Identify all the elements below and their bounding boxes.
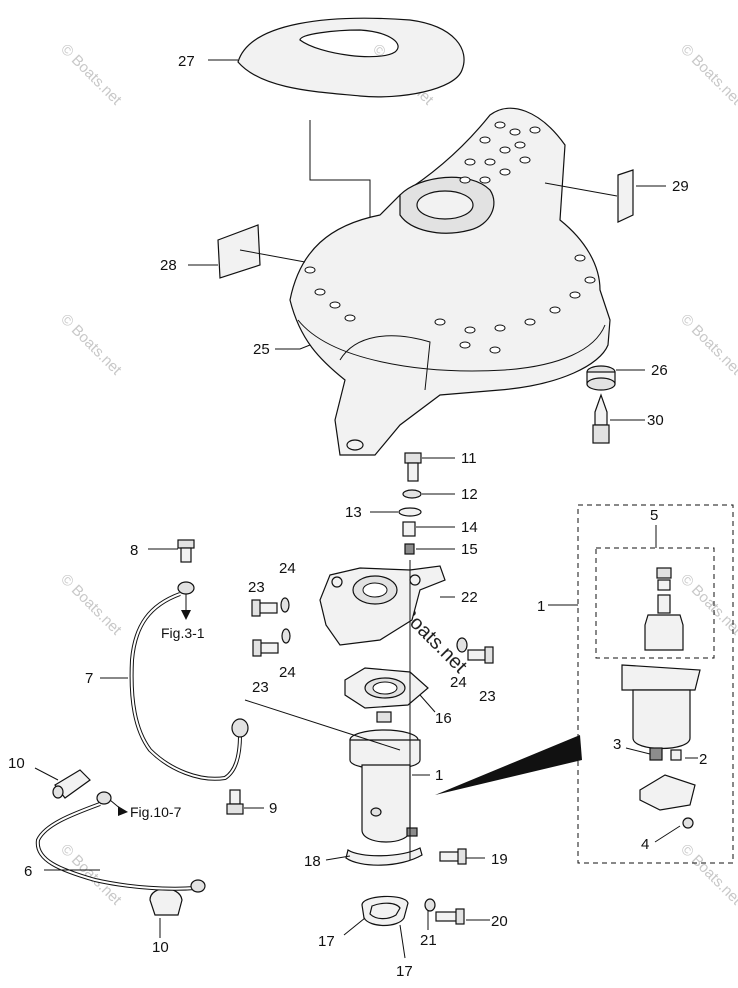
cover-holes xyxy=(304,121,596,354)
callout-9: 9 xyxy=(269,800,277,817)
callout-4: 4 xyxy=(641,836,649,853)
watermark: © Boats.net xyxy=(57,41,125,109)
arrow-fig-10-7 xyxy=(118,806,128,816)
watermark: © Boats.net xyxy=(57,311,125,379)
part-24-washer xyxy=(456,637,468,653)
part-20-bolt xyxy=(435,908,465,925)
callout-24: 24 xyxy=(279,664,296,681)
part-24-washer xyxy=(280,597,290,613)
detail-box-1 xyxy=(577,504,734,864)
watermark: © Boats.net xyxy=(677,571,738,639)
callout-22: 22 xyxy=(461,589,478,606)
part-23-bolt xyxy=(252,639,279,657)
callout-24: 24 xyxy=(279,560,296,577)
callout-8: 8 xyxy=(130,542,138,559)
part-1-starter-motor xyxy=(349,711,421,843)
part-10-cap xyxy=(52,769,91,799)
part-17-clip xyxy=(361,895,409,927)
detail-pointer xyxy=(435,735,582,795)
callout-25: 25 xyxy=(253,341,270,358)
callout-24: 24 xyxy=(450,674,467,691)
part-13-washer xyxy=(398,507,422,517)
tube-fitting xyxy=(96,791,112,805)
callout-6: 6 xyxy=(24,863,32,880)
watermark: © Boats.net xyxy=(57,571,125,639)
tube-fitting xyxy=(190,879,206,893)
part-25-flywheel-cover xyxy=(289,107,611,456)
callout-2: 2 xyxy=(699,751,707,768)
callout-23: 23 xyxy=(479,688,496,705)
callout-11: 11 xyxy=(461,450,477,467)
part-14-collar xyxy=(402,521,416,537)
callout-23: 23 xyxy=(252,679,269,696)
part-24-washer xyxy=(281,628,291,644)
callout-28: 28 xyxy=(160,257,177,274)
part-30-pin xyxy=(592,393,610,444)
callout-13: 13 xyxy=(345,504,362,521)
callout-26: 26 xyxy=(651,362,668,379)
callouts: 27 28 25 29 26 30 11 12 13 14 15 22 5 1 … xyxy=(8,53,707,980)
callout-10: 10 xyxy=(8,755,25,772)
detail-box-5 xyxy=(595,547,715,659)
callout-21: 21 xyxy=(420,932,437,949)
watermark: © Boats.net xyxy=(677,841,738,909)
part-15-dowel xyxy=(404,543,415,555)
part-10-cap xyxy=(149,888,183,916)
watermark: © Boats.net xyxy=(677,41,738,109)
callout-15: 15 xyxy=(461,541,478,558)
callout-10: 10 xyxy=(152,939,169,956)
callout-12: 12 xyxy=(461,486,478,503)
leader-lines xyxy=(34,59,698,959)
part-19-bolt xyxy=(439,848,467,865)
callout-17: 17 xyxy=(318,933,335,950)
callout-1-detail: 1 xyxy=(537,598,545,615)
part-27-gasket xyxy=(237,17,465,98)
part-16-gasket xyxy=(344,667,429,709)
part-11-bolt xyxy=(404,452,422,482)
part-29-label xyxy=(617,169,634,223)
callout-1: 1 xyxy=(435,767,443,784)
callout-7: 7 xyxy=(85,670,93,687)
part-18-band xyxy=(345,847,423,866)
callout-23: 23 xyxy=(248,579,265,596)
tube-fitting xyxy=(231,718,249,738)
part-22-bracket xyxy=(319,565,446,646)
callout-27: 27 xyxy=(178,53,195,70)
part-8-bolt xyxy=(177,539,195,563)
arrow-fig-3-1 xyxy=(181,610,191,620)
watermark: © Boats.net xyxy=(57,841,125,909)
part-23-bolt xyxy=(251,599,278,617)
part-21-washer xyxy=(424,898,436,912)
callout-19: 19 xyxy=(491,851,508,868)
part-12-washer xyxy=(402,489,422,499)
watermark: © Boats.net xyxy=(677,311,738,379)
part-9-bolt xyxy=(226,789,244,815)
ref-fig-10-7: Fig.10-7 xyxy=(130,804,182,820)
callout-14: 14 xyxy=(461,519,478,536)
callout-17: 17 xyxy=(396,963,413,980)
callout-5: 5 xyxy=(650,507,658,524)
part-7-tube xyxy=(129,592,242,781)
detail-parts xyxy=(621,567,701,829)
callout-16: 16 xyxy=(435,710,452,727)
tube-fitting xyxy=(177,581,195,595)
callout-3: 3 xyxy=(613,736,621,753)
callout-30: 30 xyxy=(647,412,664,429)
callout-18: 18 xyxy=(304,853,321,870)
callout-29: 29 xyxy=(672,178,689,195)
callout-20: 20 xyxy=(491,913,508,930)
part-26-grommet xyxy=(586,365,616,391)
ref-fig-3-1: Fig.3-1 xyxy=(161,625,205,641)
part-23-bolt xyxy=(467,646,494,664)
part-28-label xyxy=(217,224,261,279)
